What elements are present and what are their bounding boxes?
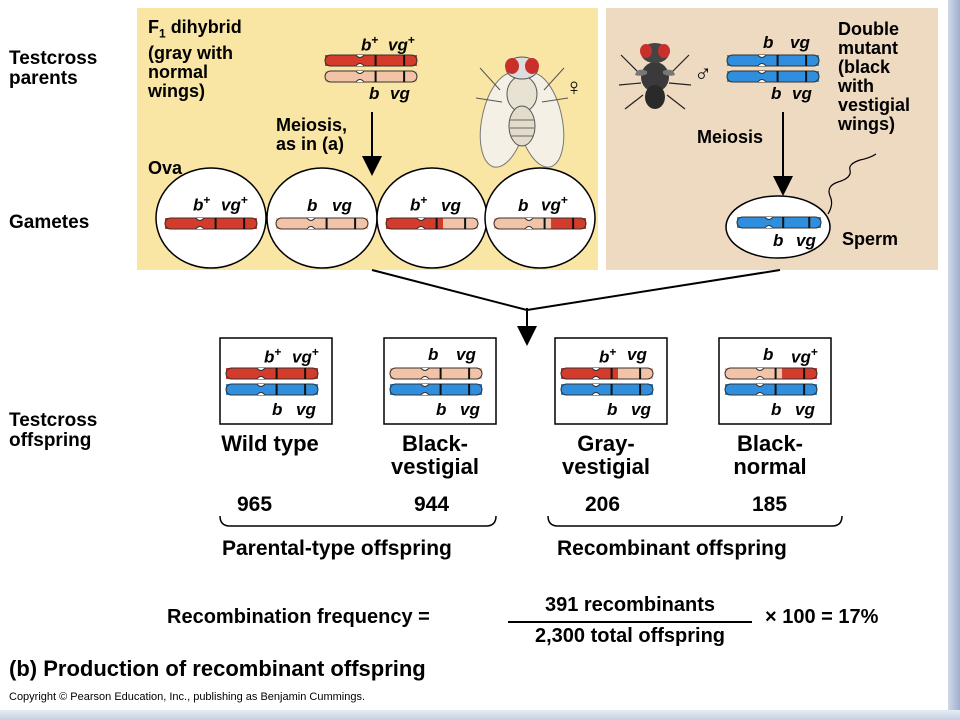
formula-lhs: Recombination frequency =: [167, 606, 430, 628]
phenotype-black-normal: Black- normal: [733, 431, 807, 479]
chromosome-offspring-1-top: [225, 367, 319, 380]
allele-off4-vg-top: vg+: [791, 345, 818, 367]
chromosome-offspring-3-bottom: [560, 383, 654, 396]
allele-off3-vg-top: vg: [627, 345, 647, 364]
chromosome-offspring-2-top: [389, 367, 483, 380]
figure-caption: (b) Production of recombinant offspring: [9, 656, 426, 681]
offspring-box-black-normal: [718, 337, 832, 425]
chromosome-ovum-1: [164, 217, 258, 230]
black-fly-icon: [618, 43, 692, 110]
count-gray-vestigial: 206: [585, 493, 621, 516]
count-wild-type: 965: [237, 493, 273, 516]
gray-fly-icon: [475, 56, 569, 168]
parental-group-label: Parental-type offspring: [222, 537, 452, 560]
chromosome-sperm: [736, 216, 822, 229]
allele-off1-vg-top: vg+: [292, 345, 319, 367]
allele-off1-vg-bottom: vg: [296, 400, 316, 419]
chromosome-offspring-2-bottom: [389, 383, 483, 396]
allele-off2-b-bottom: b: [436, 400, 447, 419]
allele-ovum2-vg: vg: [332, 196, 352, 215]
male-meiosis-label: Meiosis: [697, 127, 764, 147]
chromosome-female-pink: [324, 70, 418, 83]
chromosome-ovum-4: [493, 217, 587, 230]
chromosome-female-red: [324, 54, 418, 67]
allele-female-vg-top: vg+: [388, 33, 415, 55]
parental-bracket: [219, 515, 497, 527]
formula-numerator: 391 recombinants: [544, 594, 716, 616]
allele-off4-b-top: b: [763, 345, 774, 364]
allele-female-vg-bottom: vg: [390, 84, 410, 103]
allele-ovum1-b: b+: [193, 193, 211, 215]
allele-off1-b-top: b+: [264, 345, 282, 367]
allele-ovum2-b: b: [307, 196, 318, 215]
female-symbol: ♀: [565, 74, 583, 101]
phenotype-wild-type: Wild type: [221, 431, 319, 456]
allele-ovum3-vg: vg: [441, 196, 461, 215]
chromosome-ovum-3: [385, 217, 479, 230]
allele-off3-b-bottom: b: [607, 400, 618, 419]
bottom-border: [0, 710, 960, 720]
recombinant-bracket: [547, 515, 843, 527]
allele-off3-b-top: b+: [599, 345, 617, 367]
recombinant-group-label: Recombinant offspring: [557, 537, 787, 560]
testcross-offspring-label: Testcross offspring: [9, 410, 98, 451]
allele-off2-vg-bottom: vg: [460, 400, 480, 419]
allele-ovum1-vg: vg+: [221, 193, 248, 215]
double-mutant-label: Double mutant (black with vestigial wing…: [838, 19, 911, 134]
allele-sperm-vg: vg: [796, 231, 816, 250]
male-symbol: ♂: [694, 60, 712, 87]
allele-sperm-b: b: [773, 231, 784, 250]
formula-denominator: 2,300 total offspring: [534, 625, 726, 647]
male-cross-line: [526, 269, 781, 311]
chromosome-offspring-3-top: [560, 367, 654, 380]
allele-ovum4-b: b: [518, 196, 529, 215]
gametes-label: Gametes: [9, 212, 90, 233]
chromosome-male-blue-1: [726, 54, 820, 67]
formula-rhs: × 100 = 17%: [765, 606, 879, 628]
phenotype-gray-vestigial: Gray- vestigial: [561, 431, 651, 479]
allele-male-b-bottom: b: [771, 84, 782, 103]
allele-female-b-bottom: b: [369, 84, 380, 103]
offspring-box-black-vestigial: [383, 337, 497, 425]
testcross-parents-label: Testcross parents: [9, 48, 98, 89]
chromosome-offspring-4-bottom: [724, 383, 818, 396]
allele-off4-b-bottom: b: [771, 400, 782, 419]
allele-ovum3-b: b+: [410, 193, 428, 215]
copyright-text: Copyright © Pearson Education, Inc., pub…: [9, 691, 366, 703]
f1-dihybrid-label: F1 dihybrid (gray with normal wings): [148, 17, 242, 101]
allele-male-vg-bottom: vg: [792, 84, 812, 103]
allele-off1-b-bottom: b: [272, 400, 283, 419]
right-border: [948, 0, 960, 720]
female-meiosis-label: Meiosis, as in (a): [276, 115, 348, 154]
chromosome-male-blue-2: [726, 70, 820, 83]
allele-off3-vg-bottom: vg: [631, 400, 651, 419]
chromosome-offspring-4-top: [724, 367, 818, 380]
sperm-tail: [827, 153, 877, 215]
allele-ovum4-vg: vg+: [541, 193, 568, 215]
allele-off2-b-top: b: [428, 345, 439, 364]
allele-off2-vg-top: vg: [456, 345, 476, 364]
allele-off4-vg-bottom: vg: [795, 400, 815, 419]
ova-label: Ova: [148, 158, 183, 178]
allele-female-b-top: b+: [361, 33, 379, 55]
count-black-vestigial: 944: [414, 493, 450, 516]
female-cross-line: [371, 269, 528, 311]
chromosome-offspring-1-bottom: [225, 383, 319, 396]
chromosome-ovum-2: [275, 217, 369, 230]
count-black-normal: 185: [752, 493, 788, 516]
sperm-label: Sperm: [842, 229, 899, 249]
allele-male-b-top: b: [763, 33, 774, 52]
phenotype-black-vestigial: Black- vestigial: [390, 431, 480, 479]
allele-male-vg-top: vg: [790, 33, 810, 52]
offspring-box-gray-vestigial: [554, 337, 668, 425]
offspring-box-wild-type: [219, 337, 333, 425]
